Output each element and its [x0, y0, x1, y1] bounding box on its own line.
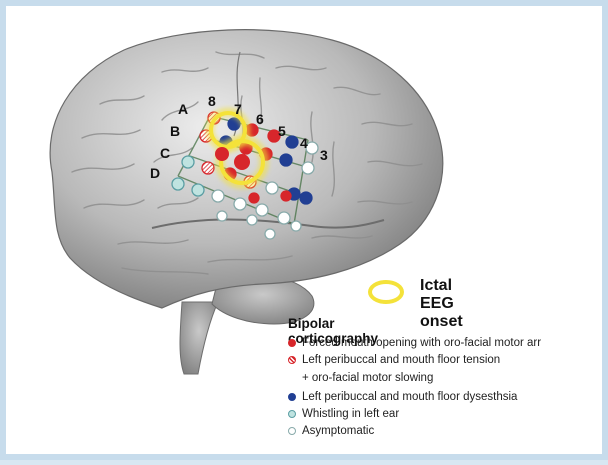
electrode-d4 — [256, 204, 268, 216]
legend-item-label: Left peribuccal and mouth floor dysesths… — [302, 391, 517, 403]
row-label-c: C — [160, 145, 170, 161]
onset-label: Ictal EEG onset — [420, 277, 463, 331]
legend-item-label: Whistling in left ear — [302, 408, 399, 420]
electrode-d6 — [212, 190, 224, 202]
electrode-d5 — [234, 198, 246, 210]
electrode-d3 — [278, 212, 290, 224]
brain-figure: A B C D 8 7 6 5 4 3 Ictal EEG onset Bipo… — [12, 12, 608, 460]
teal-dot-icon — [288, 410, 296, 418]
white-dot-icon — [288, 427, 296, 435]
legend-item-asymptomatic: Asymptomatic — [288, 425, 374, 437]
brain-stem — [180, 302, 218, 374]
legend-item-sublabel: + oro-facial motor slowing — [302, 372, 433, 384]
legend-item-label: Left peribuccal and mouth floor tension — [302, 354, 500, 366]
hatched-red-dot-icon — [288, 356, 296, 364]
blue-dot-icon — [288, 393, 296, 401]
legend-item-whistling: Whistling in left ear — [288, 408, 399, 420]
electrode-extra-3 — [300, 192, 312, 204]
electrode-d8 — [172, 178, 184, 190]
row-label-b: B — [170, 123, 180, 139]
column-label-7: 7 — [234, 101, 242, 117]
onset-electrode — [234, 154, 250, 170]
electrode-extra-1 — [281, 191, 291, 201]
electrode-extra-2 — [249, 193, 259, 203]
red-dot-icon — [288, 339, 296, 347]
electrode-extra-5 — [291, 221, 301, 231]
electrode-extra-7 — [247, 215, 257, 225]
legend-item-dysesthesia: Left peribuccal and mouth floor dysesths… — [288, 391, 517, 403]
electrode-b4 — [280, 154, 292, 166]
column-label-5: 5 — [278, 123, 286, 139]
column-label-6: 6 — [256, 111, 264, 127]
row-label-d: D — [150, 165, 160, 181]
column-label-4: 4 — [300, 135, 308, 151]
onset-ring-icon — [368, 280, 404, 304]
column-label-3: 3 — [320, 147, 328, 163]
electrode-a4 — [286, 136, 298, 148]
legend-item-label: Forced mouth opening with oro-facial mot… — [302, 337, 541, 349]
row-label-a: A — [178, 101, 188, 117]
electrode-a3 — [306, 142, 318, 154]
onset-electrode-2 — [215, 147, 229, 161]
electrode-d7 — [192, 184, 204, 196]
column-label-8: 8 — [208, 93, 216, 109]
legend-item-forced-mouth: Forced mouth opening with oro-facial mot… — [288, 337, 541, 349]
electrode-c7 — [202, 162, 214, 174]
electrode-c4 — [266, 182, 278, 194]
legend-item-label: Asymptomatic — [302, 425, 374, 437]
electrode-extra-6 — [265, 229, 275, 239]
legend-item-peribuccal-tension: Left peribuccal and mouth floor tension — [288, 354, 500, 366]
electrode-b3 — [302, 162, 314, 174]
electrode-extra-4 — [217, 211, 227, 221]
electrode-c8 — [182, 156, 194, 168]
